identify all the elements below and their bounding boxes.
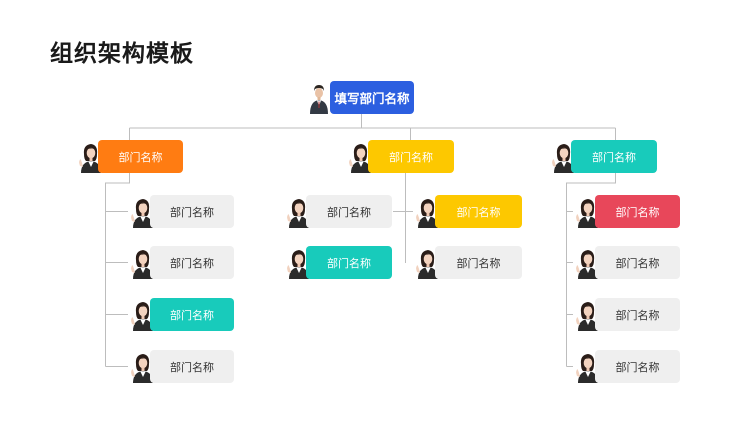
node-box: 部门名称 [306, 246, 392, 279]
node-label: 部门名称 [327, 206, 371, 219]
node-label: 部门名称 [592, 151, 636, 164]
node-box: 部门名称 [571, 140, 657, 173]
node-label: 部门名称 [615, 257, 660, 270]
person-photo-icon [308, 81, 330, 114]
person-photo-icon [573, 298, 601, 331]
node-label: 部门名称 [389, 151, 433, 164]
node-box: 部门名称 [595, 298, 680, 331]
node-label: 部门名称 [615, 361, 660, 374]
node-label: 部门名称 [615, 206, 660, 219]
node-label: 部门名称 [170, 309, 214, 322]
node-box: 部门名称 [595, 246, 680, 279]
node-box: 部门名称 [435, 195, 522, 228]
node-box: 部门名称 [98, 140, 183, 173]
node-label: 部门名称 [615, 309, 660, 322]
node-label: 部门名称 [456, 257, 501, 270]
node-box: 部门名称 [435, 246, 522, 279]
page-title: 组织架构模板 [50, 40, 194, 66]
node-box: 部门名称 [150, 350, 234, 383]
node-label: 部门名称 [456, 206, 501, 219]
connector-left-trunk [105, 173, 130, 367]
node-label: 部门名称 [327, 257, 371, 270]
node-label: 填写部门名称 [334, 92, 410, 106]
node-label: 部门名称 [170, 206, 214, 219]
node-label: 部门名称 [118, 151, 163, 164]
node-root-box: 填写部门名称 [330, 81, 414, 114]
node-label: 部门名称 [170, 257, 214, 270]
node-box: 部门名称 [150, 298, 234, 331]
node-box: 部门名称 [595, 195, 680, 228]
node-box: 部门名称 [150, 195, 234, 228]
node-box: 部门名称 [595, 350, 680, 383]
node-box: 部门名称 [368, 140, 454, 173]
node-box: 部门名称 [306, 195, 392, 228]
connector-right-trunk [566, 173, 616, 367]
node-box: 部门名称 [150, 246, 234, 279]
node-label: 部门名称 [170, 361, 214, 374]
